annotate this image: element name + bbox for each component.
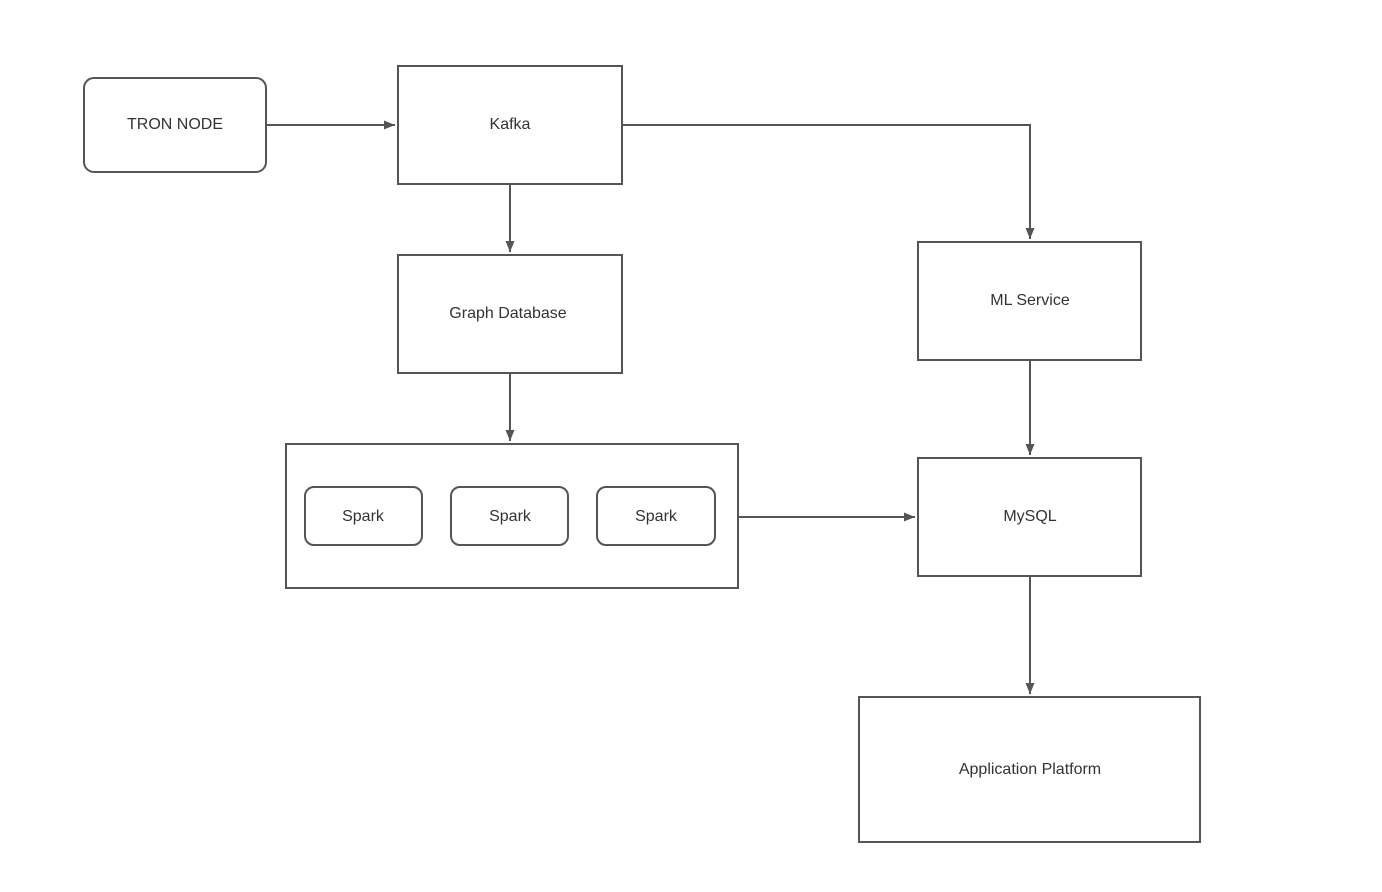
node-spark-2: Spark xyxy=(450,486,569,546)
node-ml-service: ML Service xyxy=(917,241,1142,361)
node-label: Spark xyxy=(489,508,532,525)
node-label: Spark xyxy=(342,508,385,525)
node-label: Kafka xyxy=(490,116,531,133)
node-label: Spark xyxy=(635,508,678,525)
nodes: TRON NODE Kafka Graph Database Spark Spa… xyxy=(83,65,1201,843)
node-label: Graph Database xyxy=(449,305,567,322)
node-label: MySQL xyxy=(1003,508,1056,525)
node-label: Application Platform xyxy=(959,761,1101,778)
node-kafka: Kafka xyxy=(397,65,623,185)
node-application-platform: Application Platform xyxy=(858,696,1201,843)
node-graph-database: Graph Database xyxy=(397,254,623,374)
node-spark-3: Spark xyxy=(596,486,716,546)
node-tron-node: TRON NODE xyxy=(83,77,267,173)
node-label: ML Service xyxy=(990,292,1070,309)
edges xyxy=(266,120,1035,694)
node-spark-1: Spark xyxy=(304,486,423,546)
node-mysql: MySQL xyxy=(917,457,1142,577)
edge-kafka-to-ml-service xyxy=(622,124,1035,239)
node-label: TRON NODE xyxy=(127,116,223,133)
